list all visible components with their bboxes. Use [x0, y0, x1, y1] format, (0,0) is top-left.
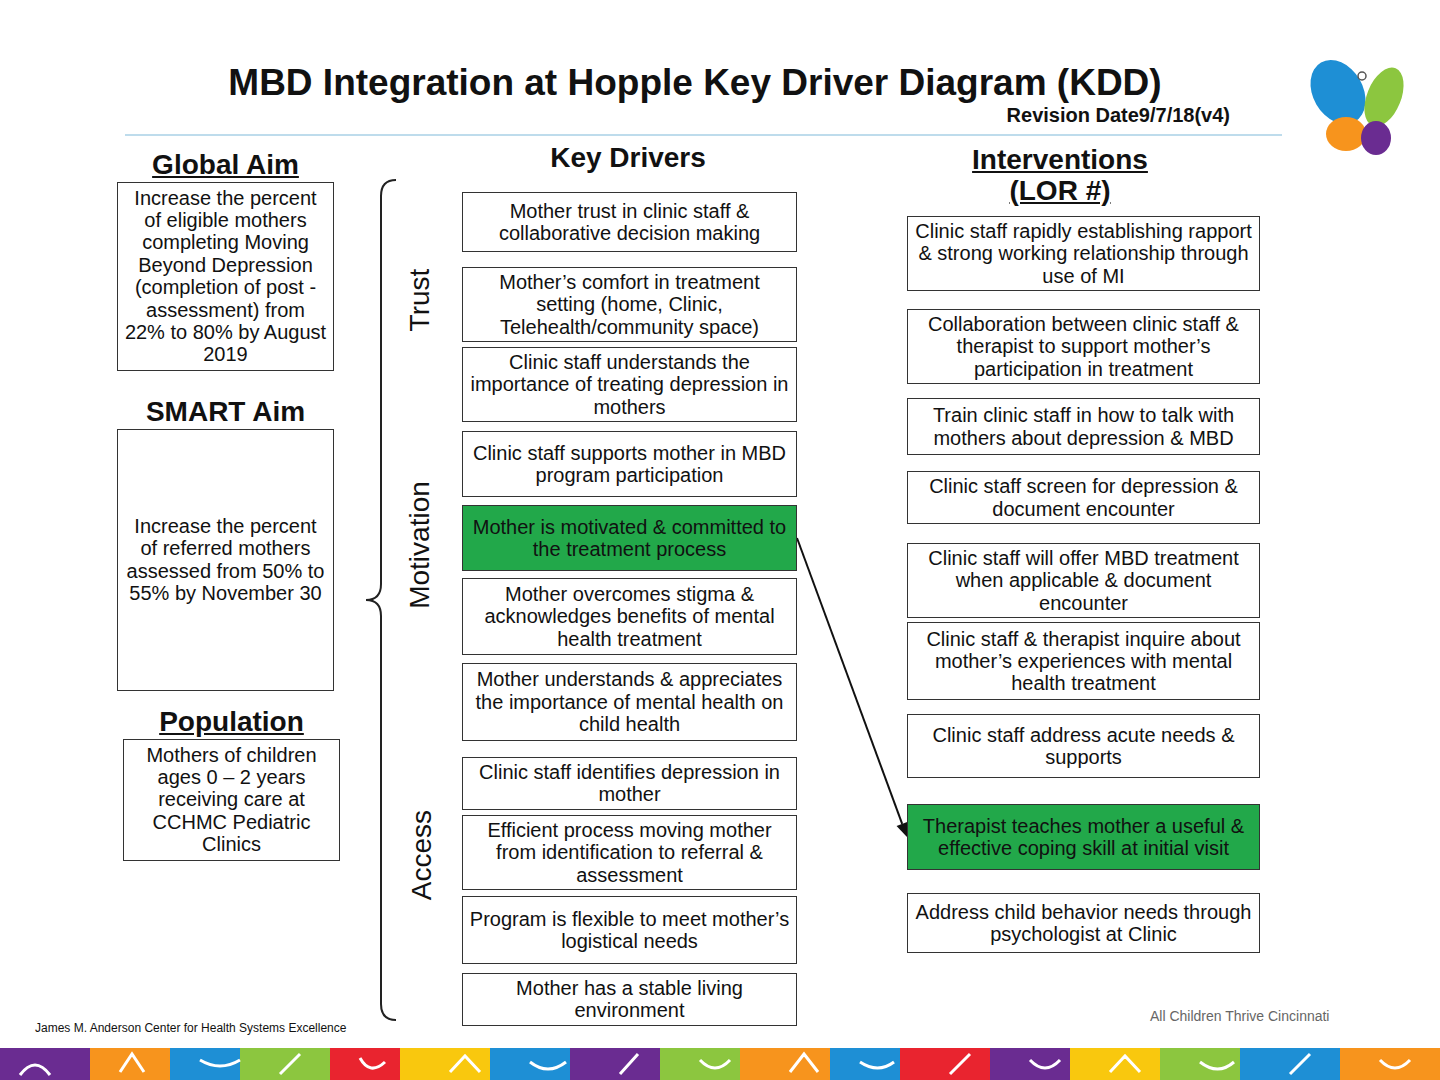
- driver-box: Mother trust in clinic staff & collabora…: [462, 192, 797, 252]
- driver-box: Mother’s comfort in treatment setting (h…: [462, 267, 797, 342]
- box-text: Efficient process moving mother from ide…: [469, 819, 790, 886]
- aim-group: PopulationMothers of children ages 0 – 2…: [123, 705, 340, 861]
- diagram-title: MBD Integration at Hopple Key Driver Dia…: [90, 62, 1300, 104]
- column-heading: Interventions (LOR #): [935, 145, 1185, 207]
- driver-box: Mother has a stable living environment: [462, 973, 797, 1026]
- box-text: Clinic staff screen for depression & doc…: [914, 475, 1253, 520]
- intervention-box: Address child behavior needs through psy…: [907, 893, 1260, 953]
- intervention-box: Train clinic staff in how to talk with m…: [907, 398, 1260, 455]
- column-heading: Key Drivers: [478, 142, 778, 174]
- box-text: Clinic staff identifies depression in mo…: [469, 761, 790, 806]
- intervention-box: Clinic staff rapidly establishing rappor…: [907, 216, 1260, 291]
- box-text: Mother understands & appreciates the imp…: [469, 668, 790, 735]
- box-text: Address child behavior needs through psy…: [914, 901, 1253, 946]
- section-heading: SMART Aim: [117, 395, 334, 429]
- box-text: Clinic staff supports mother in MBD prog…: [469, 442, 790, 487]
- box-text: Clinic staff will offer MBD treatment wh…: [914, 547, 1253, 614]
- driver-box: Efficient process moving mother from ide…: [462, 815, 797, 890]
- driver-box: Mother understands & appreciates the imp…: [462, 663, 797, 741]
- title-rule: [125, 134, 1282, 136]
- box-text: Increase the percent of eligible mothers…: [124, 187, 327, 366]
- footer-note: James M. Anderson Center for Health Syst…: [35, 1021, 346, 1035]
- box-text: Clinic staff rapidly establishing rappor…: [914, 220, 1253, 287]
- box-text: Mother has a stable living environment: [469, 977, 790, 1022]
- driver-box: Clinic staff identifies depression in mo…: [462, 757, 797, 810]
- aim-group: Global AimIncrease the percent of eligib…: [117, 148, 334, 371]
- intervention-box: Clinic staff address acute needs & suppo…: [907, 714, 1260, 778]
- group-label: Trust: [403, 190, 437, 410]
- aim-box: Increase the percent of referred mothers…: [117, 429, 334, 691]
- group-label: Motivation: [403, 435, 437, 655]
- driver-box: Clinic staff understands the importance …: [462, 347, 797, 422]
- box-text: Clinic staff understands the importance …: [469, 351, 790, 418]
- intervention-box: Therapist teaches mother a useful & effe…: [907, 804, 1260, 870]
- box-text: Mother trust in clinic staff & collabora…: [469, 200, 790, 245]
- section-heading: Population: [123, 705, 340, 739]
- butterfly-logo: [1299, 50, 1411, 155]
- intervention-box: Collaboration between clinic staff & the…: [907, 309, 1260, 384]
- driver-box: Clinic staff supports mother in MBD prog…: [462, 431, 797, 497]
- box-text: Mother is motivated & committed to the t…: [469, 516, 790, 561]
- color-strip: [0, 1048, 1440, 1080]
- box-text: Collaboration between clinic staff & the…: [914, 313, 1253, 380]
- aim-box: Mothers of children ages 0 – 2 years rec…: [123, 739, 340, 861]
- group-label: Access: [405, 745, 439, 965]
- section-heading: Global Aim: [117, 148, 334, 182]
- intervention-box: Clinic staff & therapist inquire about m…: [907, 622, 1260, 700]
- box-text: Mother’s comfort in treatment setting (h…: [469, 271, 790, 338]
- box-text: Mothers of children ages 0 – 2 years rec…: [130, 744, 333, 856]
- footer-note: All Children Thrive Cincinnati: [1150, 1008, 1329, 1024]
- connector-line: [797, 538, 902, 824]
- connector-arrow: [797, 538, 908, 837]
- intervention-box: Clinic staff will offer MBD treatment wh…: [907, 543, 1260, 618]
- intervention-box: Clinic staff screen for depression & doc…: [907, 471, 1260, 524]
- box-text: Program is flexible to meet mother’s log…: [469, 908, 790, 953]
- box-text: Clinic staff & therapist inquire about m…: [914, 628, 1253, 695]
- brace: [366, 180, 396, 1020]
- aim-box: Increase the percent of eligible mothers…: [117, 182, 334, 371]
- aim-group: SMART AimIncrease the percent of referre…: [117, 395, 334, 691]
- driver-box: Program is flexible to meet mother’s log…: [462, 896, 797, 964]
- box-text: Clinic staff address acute needs & suppo…: [914, 724, 1253, 769]
- box-text: Therapist teaches mother a useful & effe…: [914, 815, 1253, 860]
- box-text: Mother overcomes stigma & acknowledges b…: [469, 583, 790, 650]
- driver-box: Mother is motivated & committed to the t…: [462, 505, 797, 571]
- driver-box: Mother overcomes stigma & acknowledges b…: [462, 578, 797, 655]
- box-text: Train clinic staff in how to talk with m…: [914, 404, 1253, 449]
- box-text: Increase the percent of referred mothers…: [124, 515, 327, 605]
- revision-date: Revision Date9/7/18(v4): [860, 104, 1230, 127]
